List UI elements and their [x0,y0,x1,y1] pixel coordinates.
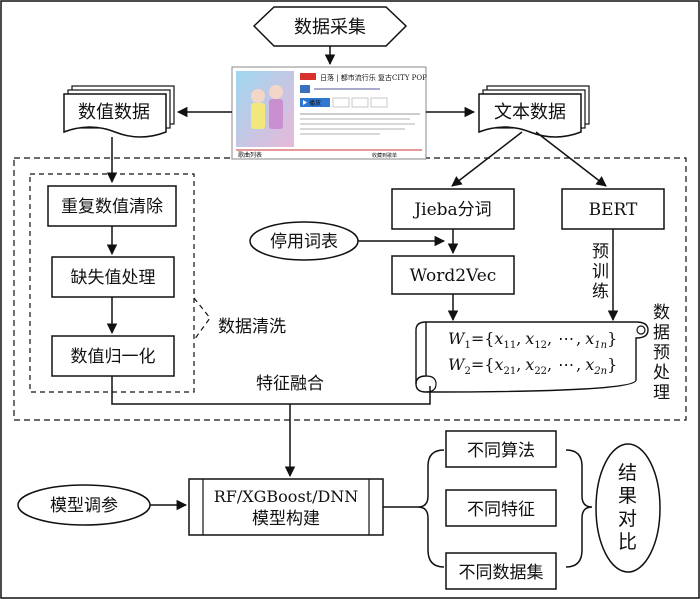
preprocess-char-4: 处 [653,363,670,383]
avatar [300,85,310,93]
data-collection-label: 数据采集 [294,17,366,38]
dedup-node: 重复数值清除 [47,185,177,227]
left-brace [417,449,445,568]
cover-figure-head-2 [269,85,283,99]
jieba-node: Jieba分词 [391,188,515,230]
preprocess-char-5: 理 [653,383,670,403]
tag-badge [300,73,316,80]
model-label-1: RF/XGBoost/DNN [214,487,359,506]
screenshot-footer-right: 收藏到歌单 [372,152,397,159]
word2vec-label: Word2Vec [410,266,497,286]
bert-label: BERT [589,200,638,220]
normalize-node: 数值归一化 [51,335,175,377]
word2vec-node: Word2Vec [391,255,515,295]
vector-scroll [415,321,649,393]
feature-fusion-label: 特征融合 [256,374,324,394]
text-data-label: 文本数据 [494,102,566,123]
bert-node: BERT [561,188,665,230]
result-char-4: 比 [618,531,637,553]
numeric-data-label: 数值数据 [78,102,150,123]
screenshot-title: 日落 | 都市流行乐 复古CITY POP [320,73,427,82]
cover-figure-head [251,89,265,103]
missing-value-label: 缺失值处理 [71,268,156,288]
model-node: RF/XGBoost/DNN 模型构建 [188,478,384,536]
preprocess-char-2: 据 [653,323,670,343]
pretrain-char-2: 训 [592,262,609,282]
data-cleaning-label: 数据清洗 [218,317,286,337]
model-label-2: 模型构建 [252,509,320,529]
right-brace [565,449,593,568]
screenshot-footer-left: 歌曲列表 [238,151,262,159]
normalize-label: 数值归一化 [71,347,156,367]
stopwords-node: 停用词表 [249,221,359,261]
pretrain-char-3: 练 [592,282,609,302]
diff-algo-node: 不同算法 [445,430,557,468]
cover-figure-body-2 [269,99,283,129]
play-label: 播放 [309,99,321,107]
preprocess-char-3: 预 [653,343,670,363]
jieba-label: Jieba分词 [412,200,491,220]
diff-feature-label: 不同特征 [467,500,535,520]
play-icon [303,100,307,105]
missing-value-node: 缺失值处理 [51,256,175,298]
stopwords-label: 停用词表 [270,232,338,252]
vector-w2: W2={x21,x22,⋯,x2n} [448,355,617,377]
play-button [300,98,330,107]
data-collection-node: 数据采集 [252,6,408,47]
diff-dataset-node: 不同数据集 [445,552,557,590]
vector-w1: W1={x11,x12,⋯,x1n} [448,329,617,351]
tuning-node: 模型调参 [17,484,151,526]
result-char-3: 对 [618,508,637,530]
numeric-data-node: 数值数据 [63,85,175,138]
preprocess-char-1: 数 [653,303,670,323]
cover-figure-body [251,103,265,129]
result-char-1: 结 [618,462,637,484]
result-node: 结 果 对 比 [595,443,661,573]
diff-feature-node: 不同特征 [445,489,557,527]
diff-algo-label: 不同算法 [467,441,535,461]
result-char-2: 果 [618,485,637,507]
dedup-label: 重复数值清除 [61,197,163,217]
diff-dataset-label: 不同数据集 [459,563,544,583]
pretrain-char-1: 预 [592,242,609,262]
music-page-screenshot: 日落 | 都市流行乐 复古CITY POP 播放 歌曲列表 收藏到歌单 [231,66,427,160]
text-data-node: 文本数据 [478,85,590,138]
tuning-label: 模型调参 [50,496,118,516]
